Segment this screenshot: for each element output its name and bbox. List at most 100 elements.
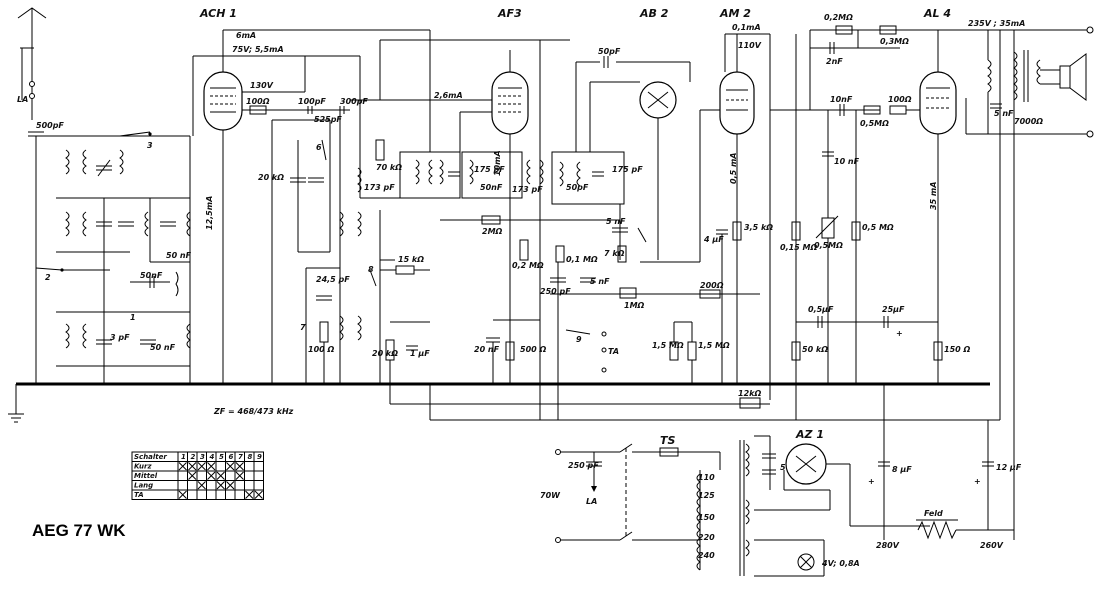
wave-switch-2	[35, 267, 110, 272]
z7000-label: 7000Ω	[1014, 117, 1043, 126]
tube-ach1	[203, 29, 430, 384]
switch-table-col: 4	[210, 453, 215, 461]
r2m-label: 2MΩ	[482, 227, 503, 236]
feld-label: Feld	[924, 509, 943, 518]
switch-table-col: 7	[238, 453, 243, 461]
c4uf-label: 4 μF	[703, 235, 724, 244]
c175-b-label: 175 pF	[612, 165, 643, 174]
volume-pot	[821, 217, 835, 239]
switch-table-mark	[188, 471, 197, 480]
plus-sign-12uf: +	[974, 477, 981, 486]
switch-table-row-label: Mittel	[134, 472, 158, 480]
tube-al4-label: AL 4	[923, 7, 951, 20]
c25uf-label: 25μF	[882, 305, 905, 314]
switch-table-header: Schalter	[134, 453, 167, 461]
am2-voltage-label: 110V	[738, 41, 762, 50]
if-transformer-2	[461, 151, 544, 199]
c5nf-b-label: 5 nF	[590, 277, 610, 286]
speaker-icon	[1040, 53, 1087, 101]
r200-label: 200Ω	[700, 281, 724, 290]
ground-bus	[8, 382, 990, 423]
c250-mains-label: 250 pF	[568, 461, 599, 470]
r05m-b-label: 0,5 MΩ	[862, 223, 894, 232]
r15k	[395, 265, 415, 275]
zf-label: ZF = 468/473 kHz	[213, 407, 294, 416]
tube-af3-label: AF3	[497, 7, 522, 20]
if-transformer-1	[399, 151, 461, 199]
switch-1-label: 1	[130, 313, 136, 322]
al4-35ma-label: 35 mA	[929, 182, 938, 210]
rf-input-coils	[35, 135, 191, 384]
switch-table-mark	[254, 490, 263, 499]
cap-3pf-label: 3 pF	[110, 333, 130, 342]
ach1-current-label: 6mA	[236, 31, 256, 40]
plus-sign-8uf: +	[868, 477, 875, 486]
r100-c-label: 100Ω	[888, 95, 912, 104]
tube-am2	[719, 34, 755, 135]
switch-table-col: 8	[248, 453, 253, 461]
la-mains-label: LA	[586, 497, 597, 506]
c50pf-top-label: 50pF	[598, 47, 621, 56]
switch-table-col: 9	[257, 453, 262, 461]
c300pf-label: 300pF	[340, 97, 368, 106]
switch-3-label: 3	[147, 141, 153, 150]
switch-6-label: 6	[316, 143, 322, 152]
c5nf-out-label: 5 nF	[994, 109, 1014, 118]
switch-table-row-label: Lang	[134, 482, 153, 490]
switch-table-mark	[235, 462, 244, 471]
switch-table-mark	[207, 462, 216, 471]
tap-240: 240	[698, 551, 715, 560]
r100-label: 100Ω	[246, 97, 270, 106]
ach1-voltage-label: 75V; 5,5mA	[232, 45, 284, 54]
tube-am2-label: AM 2	[719, 7, 751, 20]
c8uf-label: 8 μF	[892, 465, 912, 474]
c20nf-label: 20 nF	[474, 345, 500, 354]
r7k-label: 7 kΩ	[604, 249, 625, 258]
c175-a-label: 175 pF	[474, 165, 505, 174]
c10nf-label: 10nF	[830, 95, 853, 104]
r70k	[375, 139, 385, 161]
tube-az1-label: AZ 1	[795, 428, 824, 441]
switch-table-mark	[226, 481, 235, 490]
r20k-b-label: 20 kΩ	[372, 349, 398, 358]
switch-table-mark	[216, 471, 225, 480]
switch-table-mark	[245, 490, 254, 499]
power-supply	[555, 435, 825, 577]
c10nf-b-label: 10 nF	[834, 157, 860, 166]
r150-label: 150 Ω	[944, 345, 970, 354]
switch-table-mark	[226, 462, 235, 471]
tap-220: 220	[698, 533, 715, 542]
wave-switch-3	[119, 131, 152, 137]
switch-8-label: 8	[368, 265, 374, 274]
r03m-label: 0,3MΩ	[880, 37, 909, 46]
c1uf-label: 1 μF	[410, 349, 430, 358]
switch-table-mark	[216, 481, 225, 490]
af3-current-label: 2,6mA	[434, 91, 463, 100]
model-label: AEG 77 WK	[32, 521, 126, 540]
r20k-a-label: 20 kΩ	[258, 173, 284, 182]
cap-50nf-a-label: 50 nF	[166, 251, 192, 260]
ta-label: TA	[608, 347, 619, 356]
r500-label: 500 Ω	[520, 345, 546, 354]
c50pf-b-label: 50pF	[566, 183, 589, 192]
p70w-label: 70W	[540, 491, 561, 500]
cap-50nf-mid-label: 50nF	[140, 271, 163, 280]
c100pf-label: 100pF	[298, 97, 326, 106]
tube-ab2-label: AB 2	[639, 7, 669, 20]
switch-table-mark	[207, 471, 216, 480]
switch-7-label: 7	[300, 323, 306, 332]
r02m-top-label: 0,2MΩ	[824, 13, 853, 22]
r15m-b-label: 1,5 MΩ	[698, 341, 730, 350]
c250-label: 250 pF	[540, 287, 571, 296]
tap-150: 150	[698, 513, 715, 522]
antenna-icon	[17, 7, 47, 120]
switch-table-mark	[178, 462, 187, 471]
c12uf-label: 12 μF	[996, 463, 1022, 472]
antenna-cap-label: 500pF	[36, 121, 64, 130]
switch-table-mark	[197, 481, 206, 490]
r35k-label: 3,5 kΩ	[744, 223, 773, 232]
c173-a-label: 173 pF	[364, 183, 395, 192]
current-12-5ma-label: 12,5mA	[205, 196, 214, 230]
switch-9-label: 9	[576, 335, 582, 344]
